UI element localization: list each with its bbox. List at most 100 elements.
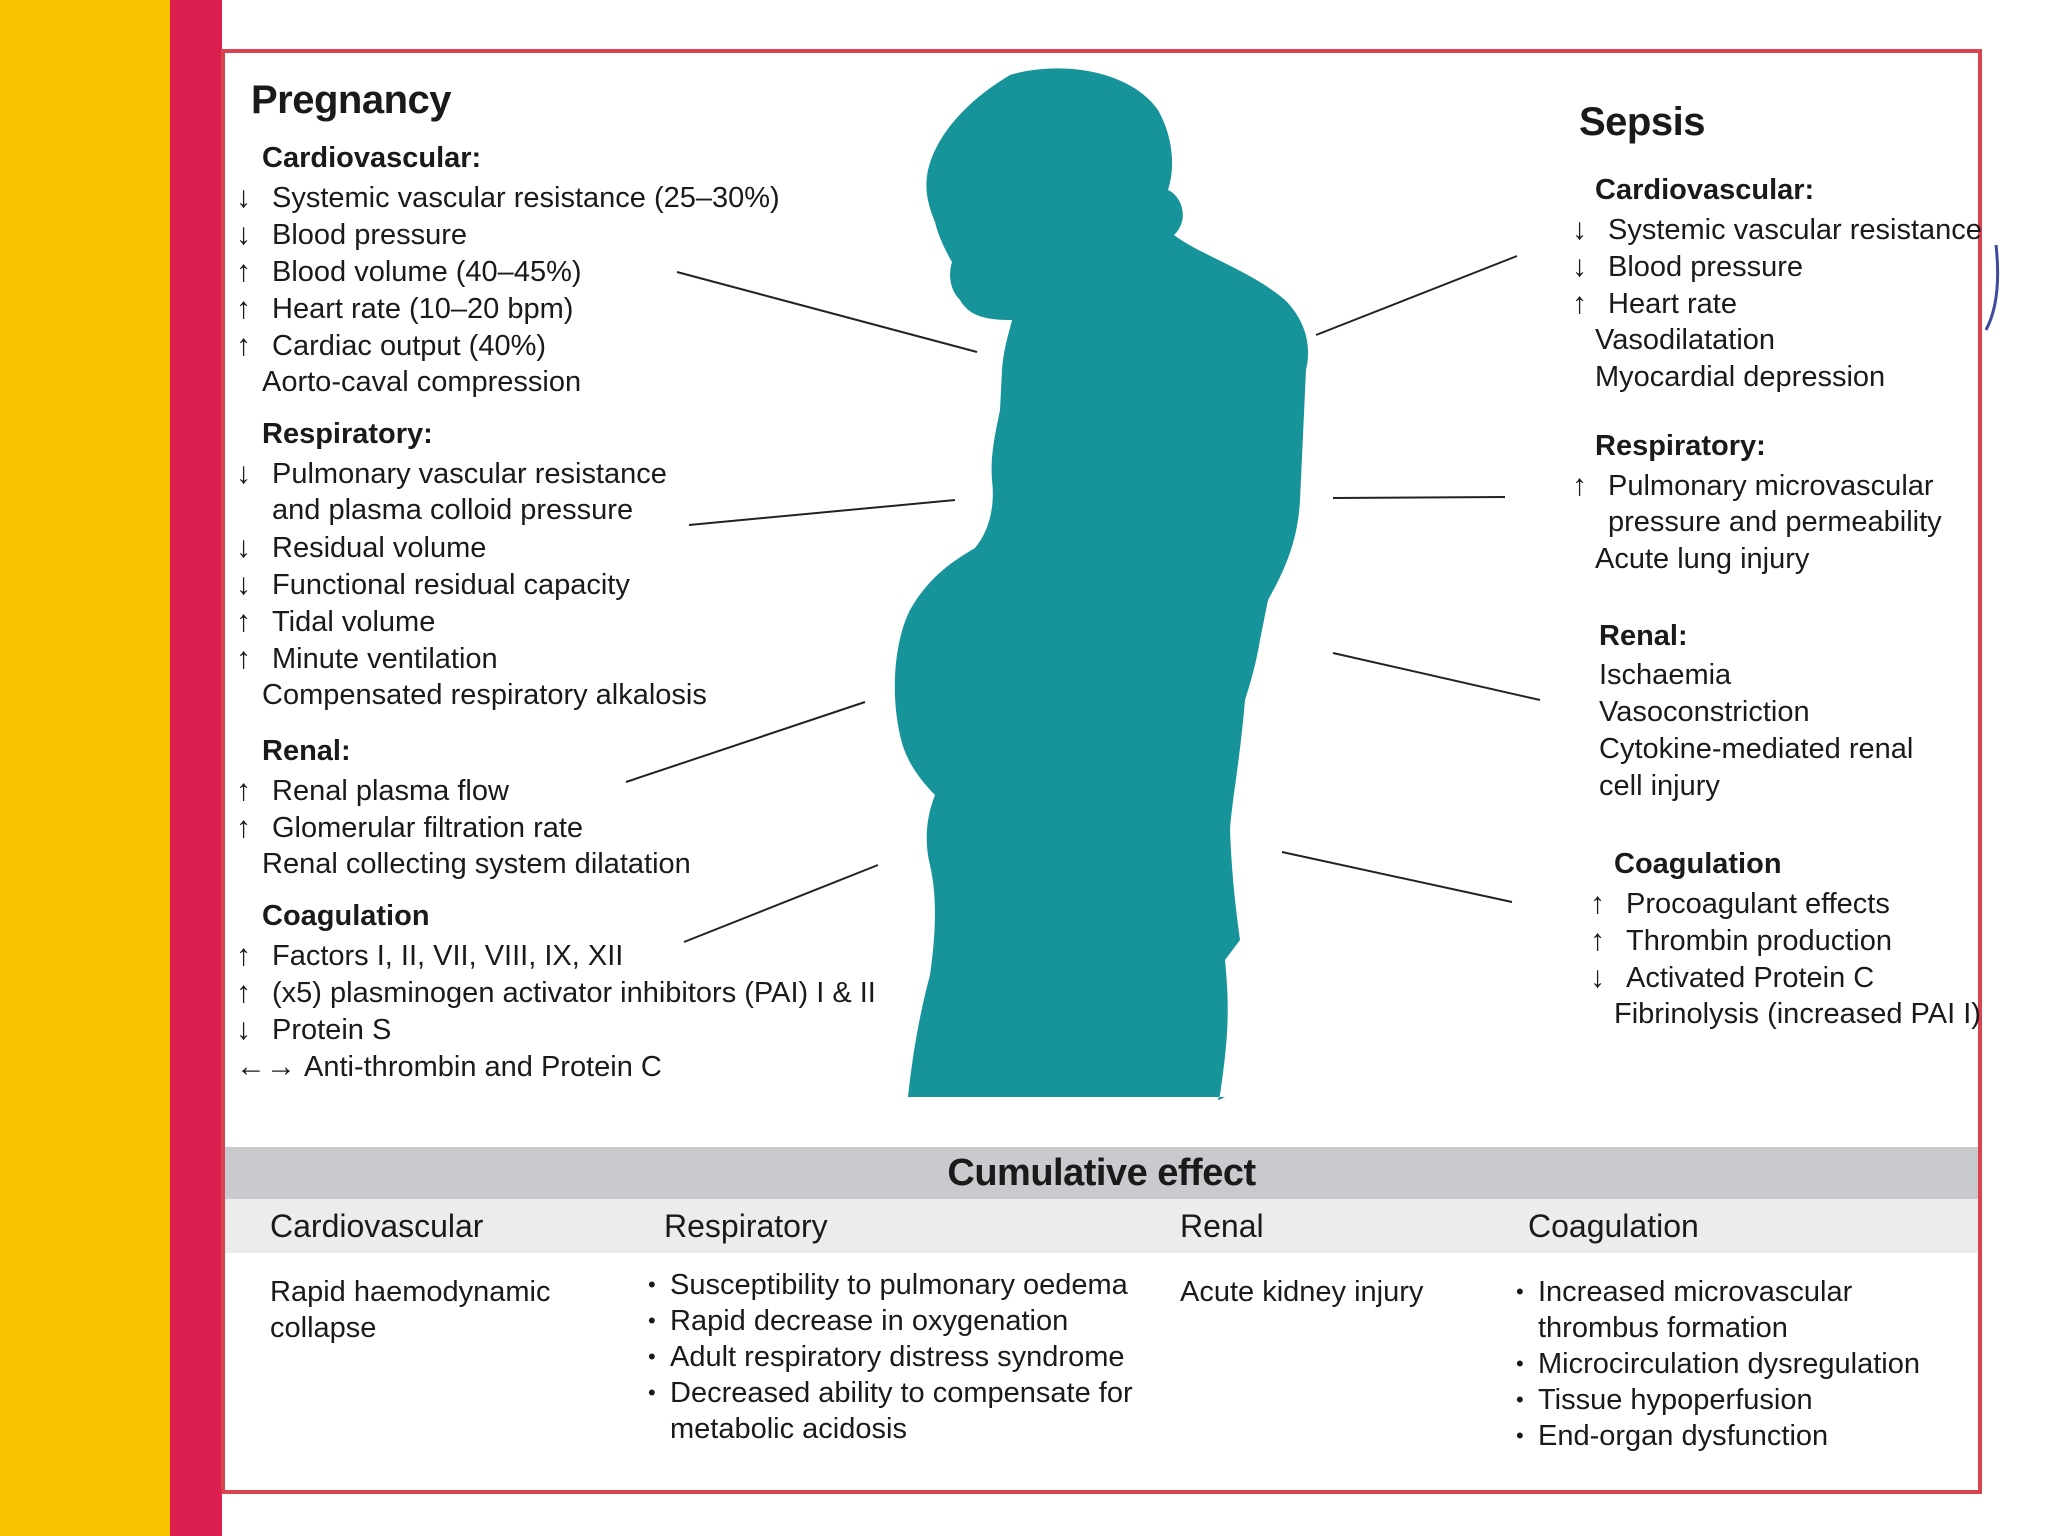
bullet-item: End-organ dysfunction (1516, 1418, 1946, 1454)
pregnancy-list-item: ↑Cardiac output (40%) (236, 327, 546, 365)
bullet-item: Decreased ability to compensate for meta… (648, 1375, 1148, 1447)
pregnancy-list-item: ↑Blood volume (40–45%) (236, 253, 582, 291)
pregnancy-list-item: ↑Heart rate (10–20 bpm) (236, 290, 573, 328)
arrow-down-icon: ↓ (236, 457, 251, 490)
sepsis-list-item: Fibrinolysis (increased PAI I) (1614, 996, 1981, 1033)
pregnancy-item-text: Systemic vascular resistance (25–30%) (272, 182, 780, 214)
connector-preg-cardio (676, 271, 978, 353)
sepsis-item-text: Activated Protein C (1626, 962, 1875, 994)
sepsis-list-item: Vasodilatation (1595, 322, 1775, 359)
pregnancy-section-heading: Renal: (262, 735, 351, 767)
arrow-down-icon: ↓ (236, 568, 251, 601)
pregnancy-item-text: Renal collecting system dilatation (262, 848, 691, 880)
sepsis-item-text: Vasoconstriction (1599, 696, 1810, 728)
pregnancy-item-text: Heart rate (10–20 bpm) (272, 293, 574, 325)
cell-cardiovascular: Rapid haemodynamic collapse (270, 1274, 550, 1346)
pregnancy-item-text: and plasma colloid pressure (272, 494, 634, 526)
sepsis-list-item: Acute lung injury (1595, 541, 1809, 578)
pregnancy-list-item: ↓ Pulmonary vascular resistance (236, 455, 667, 493)
sepsis-title: Sepsis (1579, 100, 1705, 144)
arrow-down-icon: ↓ (236, 531, 251, 564)
pregnancy-list-item: ↓Protein S (236, 1011, 391, 1049)
pregnancy-item-text: Renal plasma flow (272, 775, 509, 807)
bullet-item: Susceptibility to pulmonary oedema (648, 1267, 1148, 1303)
pregnancy-list-item: ↑ Factors I, II, VII, VIII, IX, XII (236, 937, 623, 975)
col-header-renal: Renal (1180, 1208, 1264, 1244)
arrow-down-icon: ↓ (1572, 213, 1587, 246)
pregnancy-section-heading: Coagulation (262, 900, 430, 932)
sepsis-list-item: Ischaemia (1599, 657, 1731, 694)
sepsis-item-text: Vasodilatation (1595, 324, 1776, 356)
sepsis-list-item: Myocardial depression (1595, 359, 1885, 396)
sepsis-list-item: pressure and permeability (1572, 504, 1942, 541)
sepsis-item-text: Ischaemia (1599, 659, 1732, 691)
bullet-item: Increased microvascular thrombus formati… (1516, 1274, 1946, 1346)
bullet-item: Adult respiratory distress syndrome (648, 1339, 1148, 1375)
pregnancy-list-item: ↑Tidal volume (236, 603, 435, 641)
sepsis-item-text: pressure and permeability (1608, 506, 1942, 538)
sepsis-item-text: cell injury (1599, 770, 1720, 802)
pregnancy-list-item: Compensated respiratory alkalosis (262, 677, 707, 714)
sepsis-list-item: cell injury (1599, 768, 1720, 805)
pregnancy-item-text: Anti-thrombin and Protein C (304, 1051, 662, 1083)
arrow-up-icon: ↑ (236, 976, 251, 1009)
pregnancy-item-text: Aorto-caval compression (262, 366, 582, 398)
pregnancy-section-heading: Respiratory: (262, 418, 433, 450)
arrow-left-right-icon: ←→ (236, 1050, 296, 1083)
arrow-down-icon: ↓ (236, 218, 251, 251)
arrow-up-icon: ↑ (236, 939, 251, 972)
cumulative-header-band (225, 1199, 1978, 1253)
arrow-up-icon: ↑ (236, 642, 251, 675)
pregnancy-list-item: Aorto-caval compression (262, 364, 581, 401)
pregnancy-item-text: Pulmonary vascular resistance (272, 458, 667, 490)
cell-line: Rapid haemodynamic (270, 1276, 551, 1308)
sepsis-item-text: Myocardial depression (1595, 361, 1886, 393)
cell-renal: Acute kidney injury (1180, 1274, 1423, 1310)
arrow-up-icon: ↑ (1590, 924, 1605, 957)
col-header-respiratory: Respiratory (664, 1208, 828, 1244)
pregnancy-item-text: Compensated respiratory alkalosis (262, 679, 707, 711)
left-yellow-bar (0, 0, 170, 1536)
pregnancy-item-text: Functional residual capacity (272, 569, 630, 601)
sepsis-list-item: Vasoconstriction (1599, 694, 1810, 731)
pregnancy-list-item: ↓Blood pressure (236, 216, 467, 254)
pregnancy-item-text: Factors I, II, VII, VIII, IX, XII (272, 940, 624, 972)
arrow-up-icon: ↑ (1590, 887, 1605, 920)
sepsis-section-heading: Coagulation (1614, 848, 1782, 880)
arrow-up-icon: ↑ (236, 811, 251, 844)
sepsis-list-item: ↓ Systemic vascular resistance (1572, 211, 1982, 249)
connector-preg-renal (625, 701, 866, 783)
sepsis-list-item: ↑Procoagulant effects (1590, 885, 1890, 923)
arrow-up-icon: ↑ (236, 605, 251, 638)
pregnancy-list-item: ↓ Functional residual capacity (236, 566, 630, 604)
pregnancy-item-text: Residual volume (272, 532, 487, 564)
sepsis-section-heading: Renal: (1599, 620, 1688, 652)
pregnancy-list-item: ↓ Residual volume (236, 529, 486, 567)
silhouette-shape (894, 68, 1309, 1100)
pregnancy-section-heading: Cardiovascular: (262, 142, 482, 174)
sepsis-item-text: Cytokine-mediated renal (1599, 733, 1914, 765)
arrow-up-icon: ↑ (1572, 287, 1587, 320)
connector-preg-resp (688, 499, 956, 526)
pregnancy-list-item: ↑ Renal plasma flow (236, 772, 509, 810)
arrow-down-icon: ↓ (236, 181, 251, 214)
connector-sepsis-cardio (1315, 255, 1518, 336)
pregnancy-list-item: and plasma colloid pressure (236, 492, 633, 529)
cumulative-title: Cumulative effect (947, 1152, 1256, 1194)
sepsis-list-item: ↑Thrombin production (1590, 922, 1892, 960)
arrow-down-icon: ↓ (236, 1013, 251, 1046)
pregnancy-item-text: Cardiac output (40%) (272, 330, 547, 362)
sepsis-item-text: Systemic vascular resistance (1608, 214, 1982, 246)
connector-sepsis-resp (1332, 496, 1506, 499)
sepsis-item-text: Heart rate (1608, 288, 1737, 320)
col-header-cardiovascular: Cardiovascular (270, 1208, 484, 1244)
arrow-up-icon: ↑ (236, 774, 251, 807)
sepsis-item-text: Fibrinolysis (increased PAI I) (1614, 998, 1981, 1030)
sepsis-list-item: Cytokine-mediated renal (1599, 731, 1913, 768)
sepsis-item-text: Pulmonary microvascular (1608, 470, 1934, 502)
left-red-bar (170, 0, 222, 1536)
pregnancy-list-item: ↓ Systemic vascular resistance (25–30%) (236, 179, 780, 217)
pregnancy-item-text: Blood volume (40–45%) (272, 256, 582, 288)
connector-sepsis-coag (1281, 851, 1513, 903)
